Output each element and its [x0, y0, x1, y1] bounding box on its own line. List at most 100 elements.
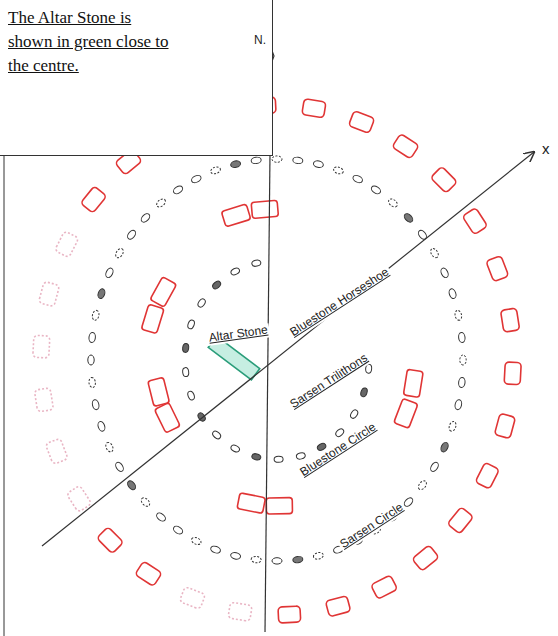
bluestone [104, 441, 114, 453]
sarsen-stone [475, 462, 499, 489]
sarsen-stone [228, 602, 252, 621]
ring-label: Bluestone Horseshoe [286, 264, 393, 340]
horseshoe-bluestone [197, 298, 207, 309]
sarsen-stone [38, 281, 59, 306]
bluestone [155, 197, 167, 208]
trilithon-stone [141, 304, 164, 334]
bluestone [403, 212, 415, 224]
caption-box: The Altar Stone is shown in green close … [0, 0, 273, 156]
horseshoe-bluestone [187, 390, 196, 401]
sarsen-stone [500, 308, 519, 332]
bluestone [458, 377, 465, 388]
bluestone [91, 310, 99, 321]
trilithon-stone [403, 369, 423, 397]
trilithon-stone [221, 204, 251, 227]
bluestone [126, 479, 137, 491]
trilithon-stone [237, 493, 266, 514]
bluestone [210, 166, 222, 175]
sarsen-stone [486, 256, 509, 282]
bluestone [91, 399, 99, 410]
sarsen-stone [278, 606, 301, 623]
bluestone [458, 332, 465, 343]
bluestone [272, 156, 282, 162]
bluestone [251, 157, 262, 164]
sarsen-stone [447, 507, 473, 534]
horseshoe-bluestone [182, 343, 189, 353]
bluestone [97, 288, 106, 300]
horseshoe-bluestone [211, 280, 222, 290]
bluestone [104, 267, 114, 279]
bluestone [370, 185, 382, 196]
sarsen-stone [34, 388, 53, 412]
horseshoe-bluestone [211, 430, 222, 440]
horseshoe-bluestone [274, 456, 283, 462]
horseshoe-bluestone [187, 319, 196, 330]
bluestone [448, 288, 457, 300]
sarsen-stone [371, 575, 398, 599]
bluestone [454, 310, 462, 321]
sarsen-stone [45, 438, 68, 464]
x-axis [42, 152, 534, 546]
bluestone [460, 355, 466, 365]
horseshoe-bluestone [230, 444, 241, 453]
trilithon-stone [154, 403, 180, 433]
bluestone [313, 160, 324, 168]
bluestone [172, 185, 184, 196]
axis-label: x [540, 140, 552, 157]
bluestone [172, 525, 184, 536]
ring-label: Sarsen Trilithons [286, 350, 372, 412]
horseshoe-bluestone [360, 387, 369, 397]
sarsen-stone [392, 134, 419, 159]
sarsen-stone [55, 231, 79, 258]
sarsen-stone [33, 335, 50, 358]
bluestone [440, 441, 450, 453]
bluestone [140, 212, 152, 224]
bluestone [448, 421, 457, 433]
bluestone [429, 247, 440, 259]
bluestone [352, 174, 364, 184]
bluestone [114, 247, 125, 259]
bluestone [333, 166, 345, 175]
bluestone [114, 461, 125, 473]
bluestone [417, 479, 428, 491]
bluestone [126, 229, 137, 241]
trilithon-stone [251, 200, 278, 218]
ring-label: Bluestone Circle [296, 419, 380, 480]
bluestone [88, 377, 95, 388]
horseshoe-bluestone [334, 427, 345, 438]
trilithon-stone [150, 277, 177, 307]
bluestone [251, 556, 262, 563]
horseshoe-bluestone [349, 409, 359, 420]
stone-label: Altar Stone [206, 323, 271, 345]
horseshoe-bluestone [251, 259, 261, 267]
sarsen-stone [504, 362, 521, 385]
horseshoe-bluestone [296, 452, 306, 460]
bluestone [140, 496, 152, 508]
trilithon-stone [148, 377, 170, 406]
sarsen-stone [135, 561, 162, 586]
horseshoe-bluestone [230, 267, 241, 276]
bluestone [230, 552, 241, 560]
bluestone [440, 267, 450, 279]
sarsen-stone [412, 545, 439, 571]
bluestone [230, 160, 241, 168]
ring-label: Sarsen Circle [336, 500, 407, 553]
trilithon-stone [394, 398, 418, 428]
north-label: N. [252, 34, 268, 48]
bluestone [313, 552, 324, 560]
stones [33, 97, 521, 623]
sarsen-stone [494, 413, 515, 438]
sarsen-stone [430, 166, 457, 193]
bluestone [429, 461, 440, 473]
bluestone [88, 332, 95, 343]
sarsen-stone [80, 186, 106, 213]
horseshoe-bluestone [251, 453, 261, 461]
bluestone [88, 355, 94, 365]
sarsen-stone [179, 587, 205, 610]
horseshoe-bluestone [182, 367, 189, 377]
sarsen-stone [348, 111, 374, 134]
bluestone [190, 174, 202, 184]
sarsen-stone [302, 99, 326, 118]
sarsen-stone [97, 527, 124, 554]
